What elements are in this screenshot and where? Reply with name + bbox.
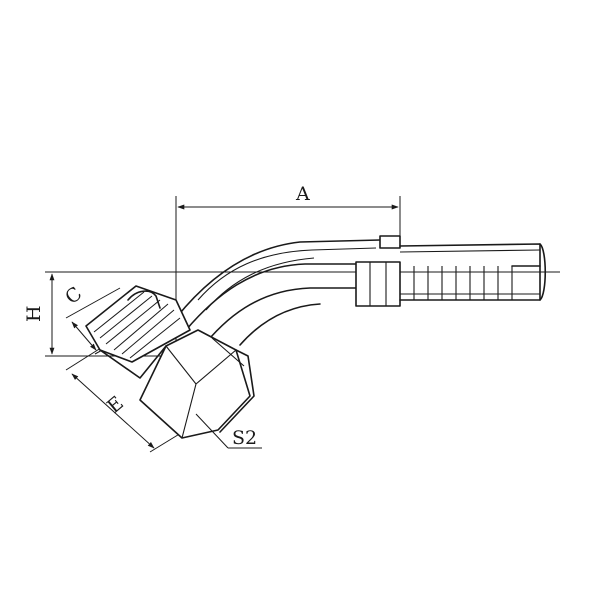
label-e: E [103, 392, 128, 418]
ferrule [355, 235, 401, 307]
label-c: C [61, 283, 86, 309]
label-s2: S2 [232, 427, 257, 449]
seal-thread [85, 285, 191, 379]
label-a: A [295, 183, 310, 205]
bent-tube [175, 239, 381, 351]
s2-leader: S2 [195, 413, 262, 449]
hex-nut [139, 329, 255, 439]
label-h: H [23, 305, 45, 322]
dimension-h: H [23, 271, 176, 357]
barbed-tail [399, 243, 547, 301]
